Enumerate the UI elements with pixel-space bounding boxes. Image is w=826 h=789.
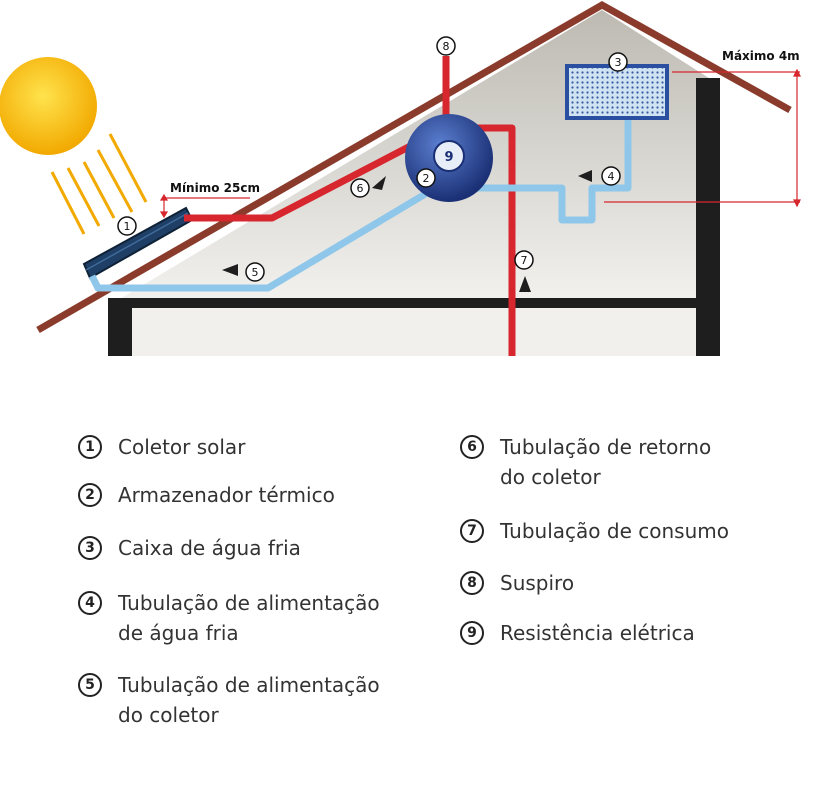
legend-item-1: 1 Coletor solar	[78, 432, 245, 462]
legend-text: Tubulação de alimentação	[118, 673, 380, 697]
legend-text: do coletor	[500, 465, 601, 489]
legend-num: 8	[460, 571, 484, 595]
left-wall	[108, 298, 132, 356]
svg-text:1: 1	[124, 220, 131, 233]
max-dimension	[604, 68, 801, 208]
marker-3: 3	[608, 52, 628, 72]
arrow-7	[519, 276, 531, 292]
max-label: Máximo 4m	[722, 49, 800, 63]
legend-item-5: 5 Tubulação de alimentação do coletor	[78, 670, 380, 730]
legend-text: Tubulação de consumo	[500, 519, 729, 543]
legend-item-9: 9 Resistência elétrica	[460, 618, 695, 648]
min-dimension	[159, 193, 250, 219]
roof	[36, 0, 792, 334]
ceiling-beam	[108, 298, 720, 308]
legend-text: Armazenador térmico	[118, 483, 335, 507]
legend-num: 4	[78, 591, 102, 615]
legend-num: 7	[460, 519, 484, 543]
legend-item-3: 3 Caixa de água fria	[78, 533, 301, 563]
legend-item-4: 4 Tubulação de alimentação de água fria	[78, 588, 380, 648]
legend-text: Tubulação de retorno	[500, 435, 712, 459]
marker-4: 4	[601, 166, 621, 186]
legend-num: 1	[78, 435, 102, 459]
svg-text:9: 9	[444, 150, 453, 165]
marker-1: 1	[117, 216, 137, 236]
marker-6: 6	[350, 178, 370, 198]
legend-text: de água fria	[118, 621, 239, 645]
room-interior	[118, 308, 698, 356]
flow-arrows	[222, 170, 592, 292]
svg-text:7: 7	[521, 254, 528, 267]
legend-item-2: 2 Armazenador térmico	[78, 480, 335, 510]
svg-text:2: 2	[423, 172, 430, 185]
legend-num: 9	[460, 621, 484, 645]
electric-resistance	[433, 140, 465, 172]
arrow-5	[222, 264, 238, 276]
svg-text:8: 8	[443, 40, 450, 53]
sun-rays	[50, 133, 148, 235]
legend-text: Tubulação de alimentação	[118, 591, 380, 615]
legend-item-7: 7 Tubulação de consumo	[460, 516, 729, 546]
legend-item-6: 6 Tubulação de retorno do coletor	[460, 432, 711, 492]
legend-num: 5	[78, 673, 102, 697]
legend-text: Suspiro	[500, 571, 575, 595]
legend-item-8: 8 Suspiro	[460, 568, 574, 598]
legend-text: do coletor	[118, 703, 219, 727]
svg-text:5: 5	[252, 266, 259, 279]
solar-heating-diagram: Mínimo 25cm Máximo 4m 1 2 3 4 5 6 7 8 9	[0, 0, 801, 356]
legend-text: Resistência elétrica	[500, 621, 695, 645]
cold-pipes	[88, 118, 632, 292]
marker-2: 2	[416, 168, 436, 188]
marker-8: 8	[436, 36, 456, 56]
arrow-4	[578, 170, 592, 182]
min-label: Mínimo 25cm	[170, 181, 260, 195]
svg-text:3: 3	[615, 56, 622, 69]
cold-water-box	[565, 64, 669, 120]
sun	[0, 57, 97, 155]
svg-text:6: 6	[357, 182, 364, 195]
legend-num: 2	[78, 483, 102, 507]
marker-7: 7	[514, 250, 534, 270]
marker-9: 9	[444, 150, 453, 165]
right-wall	[696, 78, 720, 356]
legend-text: Caixa de água fria	[118, 536, 301, 560]
legend-num: 6	[460, 435, 484, 459]
legend-num: 3	[78, 536, 102, 560]
svg-text:4: 4	[608, 170, 615, 183]
arrow-6	[372, 176, 386, 190]
legend-text: Coletor solar	[118, 435, 246, 459]
marker-5: 5	[245, 262, 265, 282]
